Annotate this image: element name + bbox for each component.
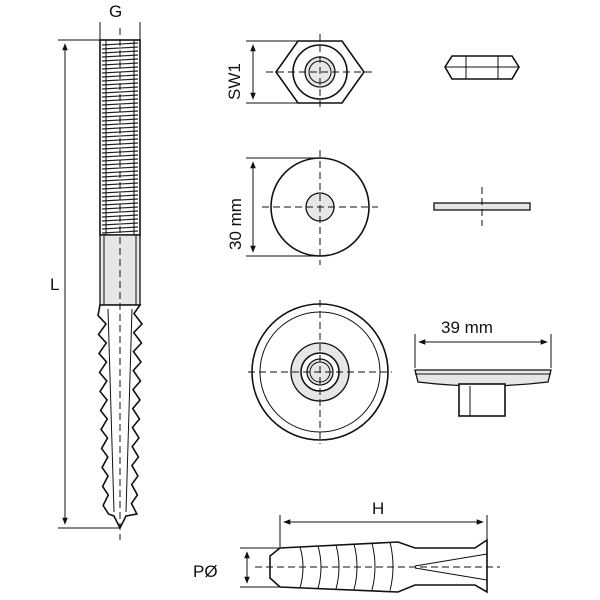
thread-line	[101, 166, 139, 170]
dimension-cap-diameter: 39 mm	[414, 318, 552, 368]
label-l: L	[50, 275, 59, 294]
washer-side-view	[433, 187, 531, 226]
hex-nut-side-view	[444, 55, 520, 80]
thread-line	[101, 190, 139, 194]
thread-line	[101, 78, 139, 82]
hex-nut-top-view	[266, 34, 376, 110]
thread-line	[101, 102, 139, 106]
thread-line	[101, 122, 139, 126]
dimension-g: G	[99, 2, 141, 40]
cap-side-view	[414, 369, 552, 417]
thread-line	[101, 222, 139, 226]
dimension-washer-diameter: 30 mm	[226, 157, 320, 257]
wall-dowel	[255, 538, 500, 594]
thread-line	[101, 210, 139, 214]
thread-line	[101, 134, 139, 138]
washer-top-view	[262, 150, 378, 265]
thread-line	[101, 178, 139, 182]
label-p-diameter: PØ	[193, 562, 218, 581]
dowel-rib	[371, 542, 376, 591]
wood-thread-core	[107, 308, 133, 513]
dimension-sw1: SW1	[225, 40, 298, 104]
label-g: G	[109, 2, 122, 21]
cap-top-view	[248, 300, 392, 444]
thread-line	[101, 58, 139, 62]
thread-line	[101, 90, 139, 94]
label-sw1: SW1	[225, 63, 244, 100]
dimension-dowel-diameter: PØ	[193, 547, 280, 588]
thread-line	[101, 46, 139, 50]
label-39mm: 39 mm	[441, 318, 493, 337]
thread-line	[101, 146, 139, 150]
dimension-dowel-length: H	[279, 499, 488, 547]
label-h: H	[372, 499, 384, 518]
dimension-l: L	[50, 39, 120, 529]
label-30mm: 30 mm	[226, 198, 245, 250]
